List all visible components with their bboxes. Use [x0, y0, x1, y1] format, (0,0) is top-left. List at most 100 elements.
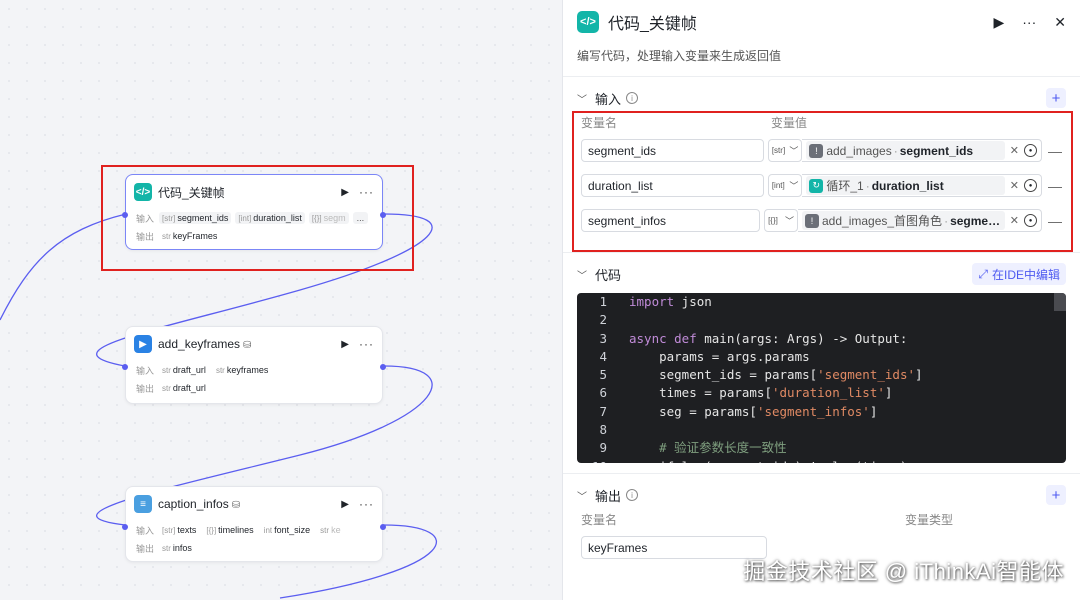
chevron-down-icon: ﹀ — [784, 216, 794, 226]
chevron-down-icon[interactable]: ﹀ — [577, 491, 587, 503]
clear-icon[interactable]: ✕ — [1009, 145, 1019, 157]
code-line: 9 # 验证参数长度一致性 — [577, 439, 1066, 457]
chevron-down-icon[interactable]: ﹀ — [577, 270, 587, 282]
type-select[interactable]: [str]﹀ — [767, 139, 803, 162]
reference-chip[interactable]: ! add_images · segment_ids — [806, 141, 1005, 160]
line-number: 8 — [599, 422, 607, 438]
node-caption-infos[interactable]: ≡ caption_infos⛁ ▶ ··· 输入 [str]texts [{}… — [122, 486, 386, 562]
type-select[interactable]: [int]﹀ — [767, 174, 803, 197]
line-number: 2 — [599, 312, 607, 328]
node-inputs: 输入 [str]segment_ids [int]duration_list [… — [126, 209, 382, 227]
target-icon[interactable]: ● — [1024, 214, 1037, 227]
output-port[interactable] — [380, 212, 386, 218]
more-icon[interactable]: ··· — [359, 337, 374, 351]
line-number: 1 — [599, 294, 607, 309]
line-content — [617, 311, 629, 329]
more-icon[interactable]: ··· — [359, 185, 374, 199]
output-row: keyFrames — [563, 530, 1080, 565]
code-icon: </> — [577, 11, 599, 33]
more-icon[interactable]: ··· — [359, 497, 374, 511]
chevron-down-icon: ﹀ — [789, 181, 799, 191]
play-icon[interactable]: ▶ — [993, 13, 1005, 30]
col-variable-type: 变量类型 — [905, 512, 954, 527]
input-port[interactable] — [122, 524, 128, 530]
expand-icon: ⤢ — [978, 266, 988, 281]
code-line: 10 if len(segment_ids) != len(times) — [577, 458, 1066, 463]
input-row: segment_infos [{}]﹀ ! add_images_首图角色 · … — [563, 203, 1080, 238]
line-content: # 验证参数长度一致性 — [629, 440, 787, 456]
target-icon[interactable]: ● — [1024, 144, 1037, 157]
play-icon[interactable]: ▶ — [341, 338, 349, 350]
code-section-header: ﹀ 代码 ⤢在IDE中编辑 — [563, 261, 1080, 287]
output-port[interactable] — [380, 524, 386, 530]
code-line: 6 times = params['duration_list'] — [577, 384, 1066, 402]
edit-in-ide-button[interactable]: ⤢在IDE中编辑 — [972, 263, 1066, 285]
remove-row-button[interactable]: — — [1048, 142, 1062, 159]
variable-value-input[interactable]: ! add_images · segment_ids ✕ ● — [802, 139, 1042, 162]
type-select[interactable]: [{}]﹀ — [764, 209, 798, 232]
warning-icon: ! — [809, 143, 824, 158]
reference-chip[interactable]: ↻ 循环_1 · duration_list — [806, 176, 1005, 195]
line-content: times = params['duration_list'] — [629, 385, 893, 401]
remove-row-button[interactable]: — — [1048, 177, 1062, 194]
line-number: 9 — [599, 440, 607, 456]
output-port[interactable] — [380, 364, 386, 370]
col-variable-value: 变量值 — [771, 115, 808, 130]
play-icon[interactable]: ▶ — [341, 186, 349, 198]
variable-name-input[interactable]: keyFrames — [581, 536, 767, 559]
node-title: 代码_关键帧 — [158, 185, 225, 200]
clear-icon[interactable]: ✕ — [1009, 180, 1019, 192]
section-title: 输出 — [595, 488, 622, 504]
input-chip: [{}]segm — [308, 212, 349, 224]
database-icon: ⛁ — [231, 500, 241, 511]
remove-row-button[interactable]: — — [1048, 212, 1062, 229]
chevron-down-icon[interactable]: ﹀ — [577, 94, 587, 106]
workflow-canvas[interactable]: </> 代码_关键帧 ▶ ··· 输入 [str]segment_ids [in… — [0, 0, 562, 600]
add-input-button[interactable]: + — [1046, 88, 1066, 108]
workflow-edges — [0, 213, 438, 599]
target-icon[interactable]: ● — [1024, 179, 1037, 192]
input-section-header: ﹀ 输入 i + — [563, 85, 1080, 111]
input-port[interactable] — [122, 364, 128, 370]
more-inputs-chip[interactable]: ... — [352, 212, 369, 224]
input-port[interactable] — [122, 212, 128, 218]
variable-name-input[interactable]: segment_ids — [581, 139, 764, 162]
add-output-button[interactable]: + — [1046, 485, 1066, 505]
line-number: 6 — [599, 385, 607, 401]
input-columns: 变量名 变量值 — [563, 111, 1080, 133]
variable-value-input[interactable]: ↻ 循环_1 · duration_list ✕ ● — [802, 174, 1042, 197]
clear-icon[interactable]: ✕ — [1009, 215, 1019, 227]
panel-title: 代码_关键帧 — [608, 16, 697, 33]
info-icon[interactable]: i — [626, 92, 639, 104]
scrollbar[interactable] — [1054, 293, 1066, 311]
info-icon[interactable]: i — [626, 489, 639, 501]
more-button[interactable]: ··· — [1022, 14, 1037, 30]
code-icon: </> — [134, 183, 152, 201]
close-icon[interactable]: ✕ — [1054, 13, 1066, 30]
divider — [563, 76, 1080, 77]
node-code-keyframes[interactable]: </> 代码_关键帧 ▶ ··· 输入 [str]segment_ids [in… — [122, 174, 386, 250]
play-icon[interactable]: ▶ — [341, 498, 349, 510]
input-chip: [{}]timelines — [206, 525, 254, 535]
line-content: async def main(args: Args) -> Output: — [629, 330, 908, 346]
line-number: 7 — [599, 403, 607, 419]
input-chip: [str]segment_ids — [159, 212, 232, 224]
node-title: caption_infos — [158, 497, 229, 511]
input-chip: [int]duration_list — [235, 212, 305, 224]
code-line: 4 params = args.params — [577, 348, 1066, 366]
variable-value-input[interactable]: ! add_images_首图角色 · segmen··· ✕ ● — [798, 209, 1042, 232]
variable-name-input[interactable]: segment_infos — [581, 209, 761, 232]
output-section-header: ﹀ 输出 i + — [563, 482, 1080, 508]
variable-name-input[interactable]: duration_list — [581, 174, 764, 197]
reference-chip[interactable]: ! add_images_首图角色 · segmen··· — [802, 211, 1005, 230]
node-title: add_keyframes — [158, 337, 241, 351]
